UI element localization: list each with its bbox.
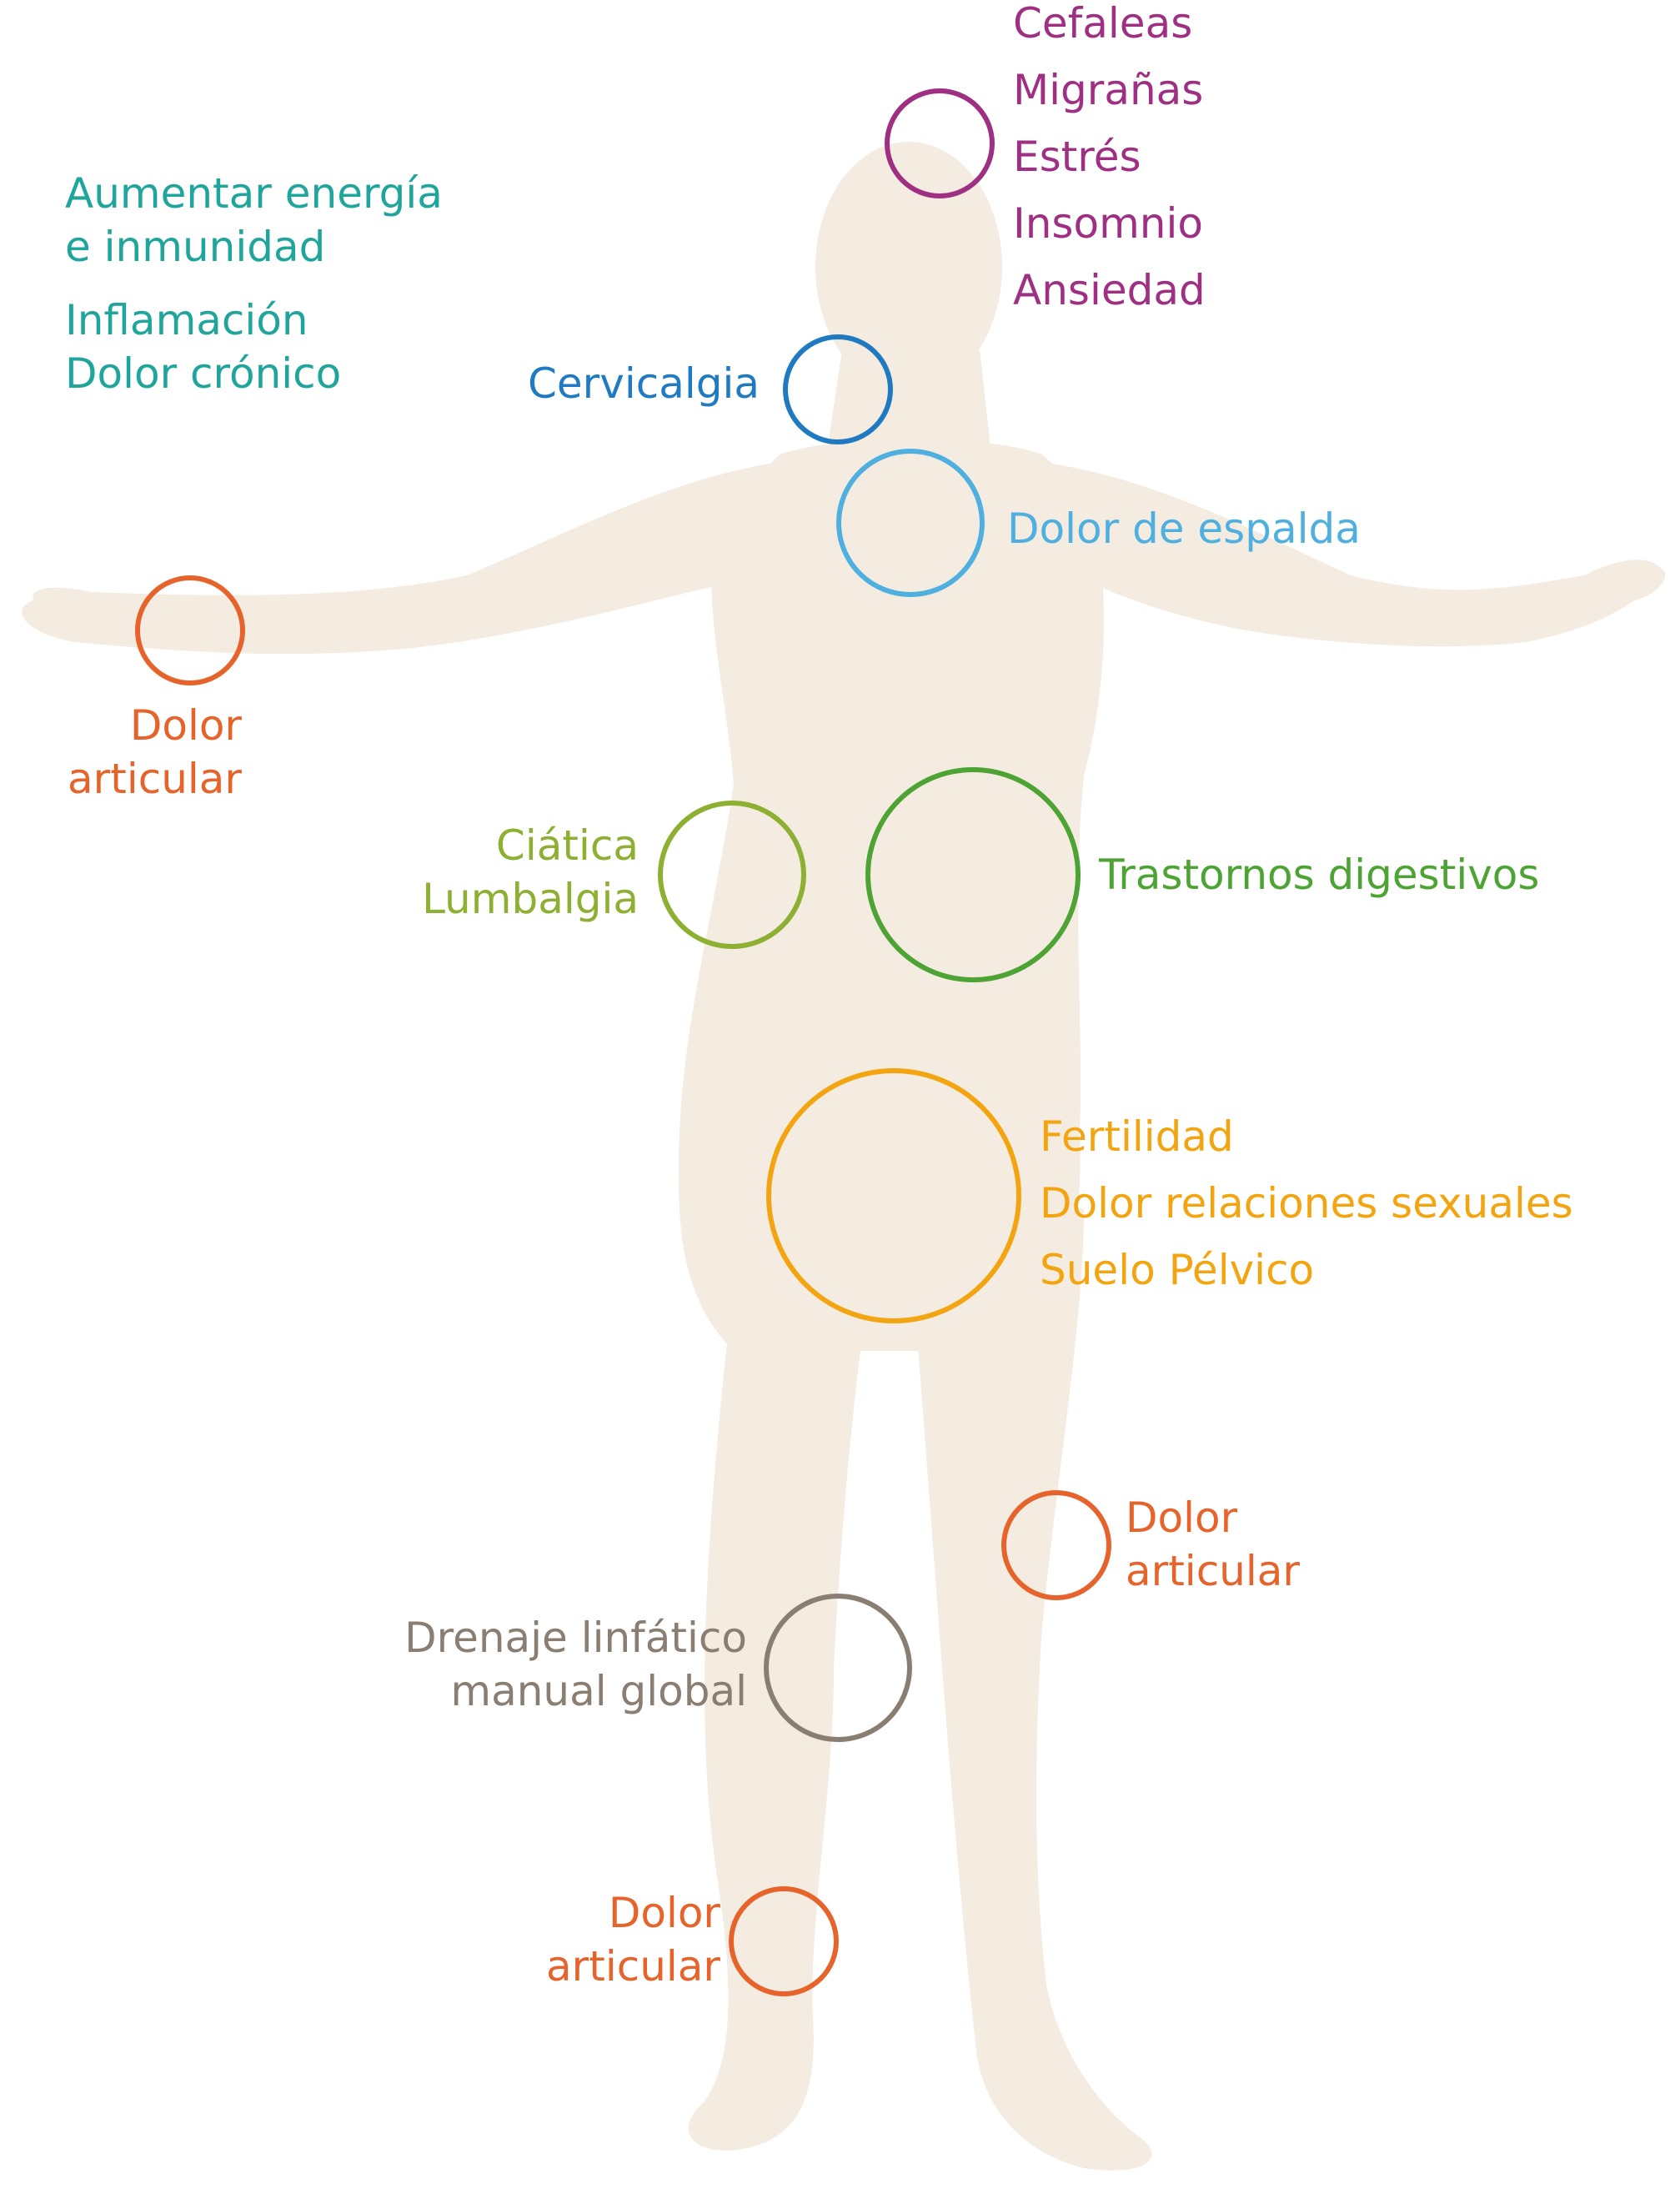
wrist-joint-line-2: articular [68, 755, 242, 803]
general-inflammation-line-2: Dolor crónico [65, 349, 342, 398]
lymph-drainage-line-1: Drenaje linfático [404, 1614, 747, 1662]
knee-joint-line-2: articular [1126, 1547, 1300, 1595]
back-condition-dolor-espalda: Dolor de espalda [1007, 505, 1361, 553]
digestive-label: Trastornos digestivos [1099, 841, 1539, 908]
head-conditions-label: Cefaleas Migrañas Estrés Insomnio Ansied… [1013, 0, 1206, 324]
knee-marker-circle [1001, 1490, 1111, 1600]
ankle-joint-line-2: articular [546, 1942, 720, 1991]
head-condition-ansiedad: Ansiedad [1013, 266, 1206, 314]
head-condition-estres: Estrés [1013, 133, 1141, 181]
ankle-marker-circle [729, 1886, 839, 1996]
back-marker-circle [836, 449, 985, 597]
neck-label: Cervicalgia [528, 350, 760, 417]
pelvic-marker-circle [766, 1068, 1021, 1323]
knee-joint-label: Dolor articular [1126, 1491, 1300, 1598]
sciatica-label: Ciática Lumbalgia [384, 819, 639, 926]
marker-circles [135, 88, 1111, 1996]
lymph-marker-circle [764, 1594, 912, 1742]
general-inflammation-line-1: Inflamación [65, 296, 308, 344]
pelvic-condition-dolor-relaciones: Dolor relaciones sexuales [1040, 1179, 1573, 1228]
general-energy-line-1: Aumentar energía [65, 169, 443, 218]
wrist-marker-circle [135, 575, 245, 685]
head-condition-cefaleas: Cefaleas [1013, 0, 1193, 48]
back-label: Dolor de espalda [1007, 495, 1361, 562]
pelvic-label: Fertilidad Dolor relaciones sexuales Sue… [1040, 1103, 1573, 1303]
knee-joint-line-1: Dolor [1126, 1494, 1238, 1542]
neck-marker-circle [783, 334, 893, 444]
head-condition-insomnio: Insomnio [1013, 199, 1203, 248]
human-silhouette [22, 142, 1666, 2171]
lymph-drainage-line-2: manual global [450, 1667, 747, 1715]
head-condition-migranas: Migrañas [1013, 66, 1204, 114]
wrist-joint-line-1: Dolor [129, 701, 242, 750]
pelvic-condition-suelo-pelvico: Suelo Pélvico [1040, 1246, 1315, 1294]
neck-condition-cervicalgia: Cervicalgia [528, 359, 760, 408]
pelvic-condition-fertilidad: Fertilidad [1040, 1112, 1234, 1161]
head-marker-circle [885, 88, 995, 198]
digestive-condition-trastornos: Trastornos digestivos [1099, 851, 1540, 899]
sciatica-marker-circle [658, 801, 806, 949]
ankle-joint-label: Dolor articular [500, 1886, 720, 1993]
lymph-drainage-label: Drenaje linfático manual global [367, 1611, 747, 1718]
sciatica-line-ciatica: Ciática [495, 821, 639, 870]
ankle-joint-line-1: Dolor [608, 1889, 720, 1937]
general-benefits-label: Aumentar energía e inmunidad Inflamación… [65, 167, 443, 400]
digestive-marker-circle [865, 767, 1081, 982]
general-energy-line-2: e inmunidad [65, 223, 326, 271]
sciatica-line-lumbalgia: Lumbalgia [422, 875, 639, 923]
wrist-joint-label: Dolor articular [33, 699, 242, 806]
